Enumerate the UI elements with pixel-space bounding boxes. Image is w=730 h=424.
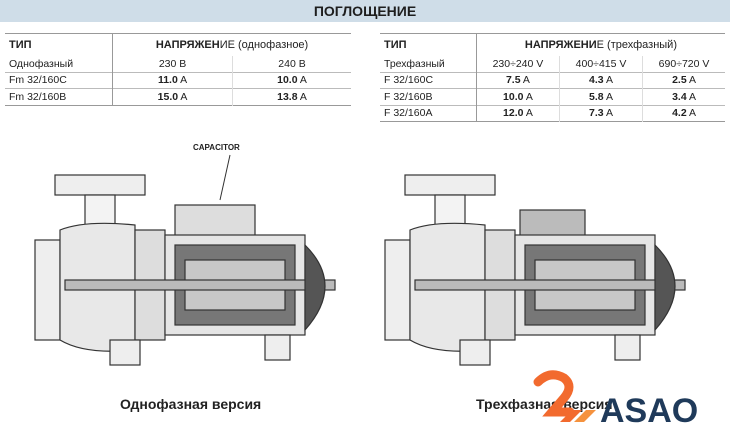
capacitor-label: CAPACITOR xyxy=(193,143,240,152)
column-header: 690÷720 V xyxy=(642,55,725,72)
column-header: 400÷415 V xyxy=(558,55,643,72)
table-row: F 32/160B 10.0 A 5.8 A 3.4 A xyxy=(380,88,725,105)
column-header: 240 В xyxy=(232,55,351,72)
svg-text:ASAO: ASAO xyxy=(600,392,698,424)
asao-logo: ASAO xyxy=(533,370,698,424)
sub-label: Трехфазный xyxy=(384,57,445,70)
single-phase-table: ТИП НАПРЯЖЕНИЕ (однофазное) Однофазный 2… xyxy=(5,33,351,106)
column-header: 230÷240 V xyxy=(475,55,560,72)
type-header: ТИП xyxy=(9,38,32,51)
three-phase-pump-drawing xyxy=(384,174,686,366)
voltage-header: НАПРЯЖЕНИЕ (трехфазный) xyxy=(475,33,725,56)
column-header: 230 В xyxy=(112,55,233,72)
three-phase-table: ТИП НАПРЯЖЕНИЕ (трехфазный) Трехфазный 2… xyxy=(380,33,725,122)
section-title: ПОГЛОЩЕНИЕ xyxy=(0,0,730,22)
sub-label: Однофазный xyxy=(9,57,74,70)
table-row: F 32/160A 12.0 A 7.3 A 4.2 A xyxy=(380,104,725,122)
three-phase-caption: Трехфазная версия xyxy=(476,396,613,412)
table-row: Fm 32/160C 11.0 A 10.0 A xyxy=(5,71,351,89)
table-row: F 32/160C 7.5 A 4.3 A 2.5 A xyxy=(380,71,725,89)
single-phase-pump-drawing xyxy=(34,154,336,366)
table-row: Fm 32/160B 15.0 A 13.8 A xyxy=(5,88,351,105)
type-header: ТИП xyxy=(384,38,407,51)
voltage-header: НАПРЯЖЕНИЕ (однофазное) xyxy=(112,33,351,56)
single-phase-caption: Однофазная версия xyxy=(120,396,262,412)
